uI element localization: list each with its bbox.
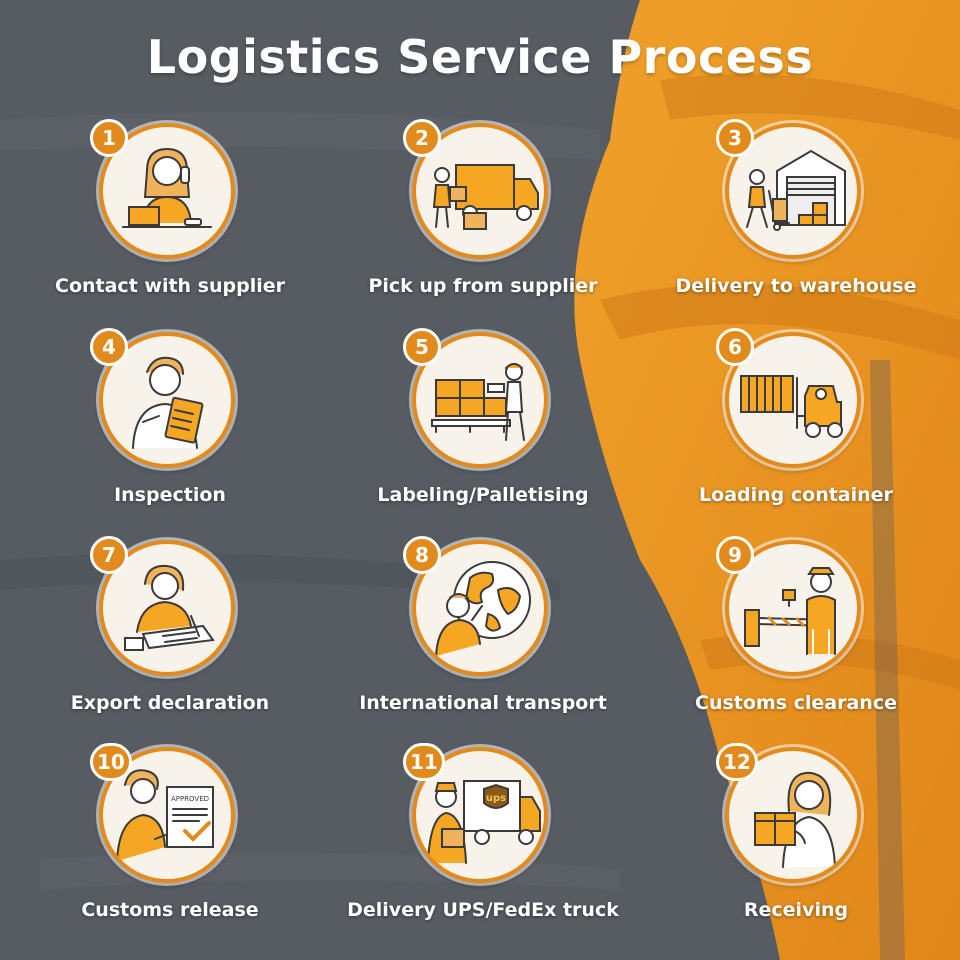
step-number-badge: 6: [716, 328, 754, 366]
step-4: 4 Inspection: [20, 328, 320, 532]
approved-document-icon: APPROVED: [116, 769, 214, 862]
forklift-container-icon: [740, 375, 843, 438]
pallet-boxes-worker-icon: [431, 363, 525, 441]
step-icon-circle: [412, 332, 548, 468]
svg-text:ups: ups: [486, 793, 506, 804]
step-number-badge: 8: [403, 536, 441, 574]
step-label: International transport: [359, 692, 607, 714]
woman-receiving-box-icon: [754, 771, 836, 868]
svg-text:APPROVED: APPROVED: [171, 795, 209, 803]
inspector-clipboard-icon: [132, 356, 204, 449]
step-number-badge: 11: [403, 743, 445, 781]
step-6: 6 Loading container: [646, 328, 946, 532]
warehouse-handcart-icon: [746, 149, 846, 231]
step-label: Loading container: [699, 484, 893, 506]
step-number-badge: 12: [716, 743, 758, 781]
ups-delivery-truck-icon: ups: [427, 780, 541, 864]
step-10: 10 APPROVED Customs release: [20, 743, 320, 947]
step-icon-circle: [725, 123, 861, 259]
step-label: Delivery UPS/FedEx truck: [347, 899, 619, 921]
step-number-badge: 1: [90, 119, 128, 157]
step-number-badge: 5: [403, 328, 441, 366]
step-2: 2 Pick up from supplier: [333, 119, 633, 323]
page-title: Logistics Service Process: [146, 30, 814, 84]
step-7: 7 Export declaration: [20, 536, 320, 740]
pickup-truck-boxes-icon: [432, 164, 539, 230]
step-number-badge: 4: [90, 328, 128, 366]
step-12: 12 Receiving: [646, 743, 946, 947]
step-label: Contact with supplier: [55, 275, 285, 297]
step-number-badge: 2: [403, 119, 441, 157]
step-5: 5 Labeling/Palletising: [333, 328, 633, 532]
step-1: 1 Contact with supplier: [20, 119, 320, 323]
step-label: Receiving: [743, 899, 849, 921]
step-label: Inspection: [114, 484, 226, 506]
step-label: Pick up from supplier: [368, 275, 598, 297]
step-icon-circle: ups: [412, 747, 548, 883]
step-label: Export declaration: [70, 692, 270, 714]
step-3: 3 Delivery to warehouse: [646, 119, 946, 323]
step-11: 11 ups Delivery UPS/FedEx truck: [333, 743, 633, 947]
step-label: Labeling/Palletising: [377, 484, 589, 506]
step-icon-circle: APPROVED: [99, 747, 235, 883]
step-label: Customs release: [81, 899, 259, 921]
step-8: 8 International transport: [333, 536, 633, 740]
step-number-badge: 7: [90, 536, 128, 574]
step-icon-circle: [725, 747, 861, 883]
globe-person-icon: [435, 561, 531, 657]
step-9: 9 Customs clearance: [646, 536, 946, 740]
customs-officer-barrier-icon: [744, 567, 836, 655]
woman-writing-documents-icon: [124, 564, 215, 651]
woman-on-phone-laptop-icon: [122, 147, 212, 228]
step-number-badge: 10: [90, 743, 132, 781]
step-label: Customs clearance: [695, 692, 897, 714]
step-number-badge: 3: [716, 119, 754, 157]
step-number-badge: 9: [716, 536, 754, 574]
step-label: Delivery to warehouse: [675, 275, 917, 297]
